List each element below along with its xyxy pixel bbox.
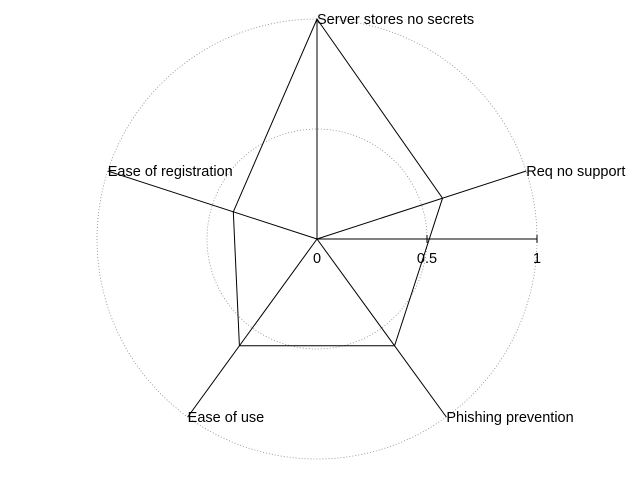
axis-spoke bbox=[316, 170, 527, 240]
axis-spokes bbox=[107, 19, 527, 418]
tick-label: 1 bbox=[533, 251, 541, 267]
axis-spoke bbox=[316, 238, 447, 418]
axis-label: Ease of use bbox=[188, 410, 265, 426]
axis-label: Ease of registration bbox=[108, 164, 233, 180]
axis-label: Phishing prevention bbox=[446, 410, 573, 426]
axis-spoke bbox=[187, 238, 318, 418]
tick-label: 0.5 bbox=[417, 251, 437, 267]
axis-spoke bbox=[107, 170, 318, 240]
tick-label: 0 bbox=[313, 251, 321, 267]
series-polygon bbox=[232, 17, 444, 347]
axis-label: Server stores no secrets bbox=[317, 12, 474, 28]
axis-label: Req no support bbox=[526, 164, 625, 180]
series-layer bbox=[232, 17, 444, 347]
